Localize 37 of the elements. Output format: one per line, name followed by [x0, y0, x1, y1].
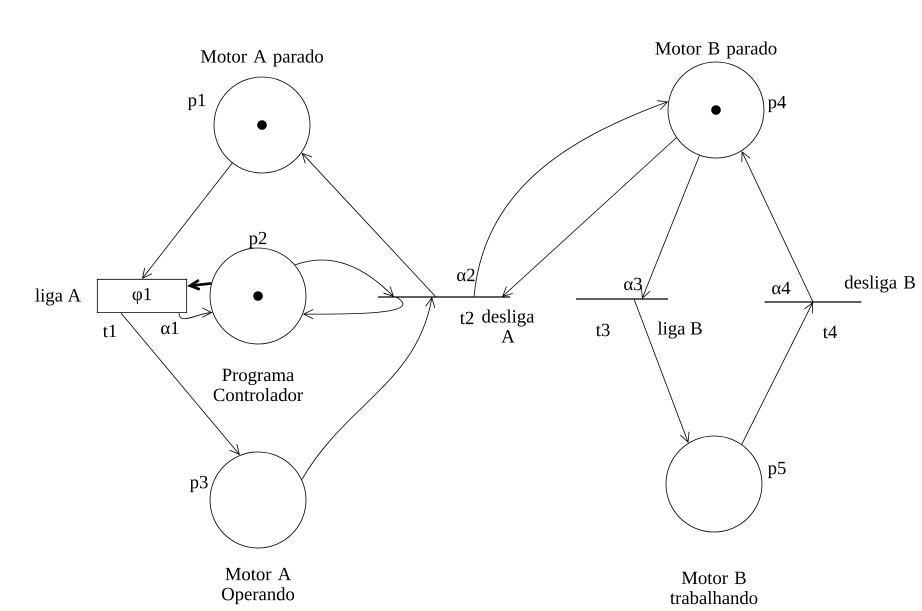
arrow — [302, 152, 436, 298]
arrow — [641, 155, 700, 299]
node-label: Motor B trabalhando — [670, 572, 758, 604]
node-label: Motor A parado — [200, 50, 323, 66]
arrow — [741, 151, 814, 302]
node-label: t3 — [596, 324, 610, 336]
arrow — [302, 296, 404, 320]
node-label: α3 — [624, 278, 642, 290]
node-label: t1 — [102, 324, 116, 338]
node-label: α4 — [772, 282, 790, 294]
node-label: p2 — [248, 232, 266, 248]
node-label: p1 — [188, 94, 206, 110]
node-label: desliga B — [844, 275, 915, 292]
arrow — [634, 298, 690, 443]
node-label: liga B — [658, 321, 702, 338]
node-label: α2 — [457, 268, 475, 282]
arrow — [741, 302, 813, 445]
arrow — [301, 296, 436, 480]
arrow — [294, 260, 394, 297]
node-label: p3 — [190, 476, 208, 492]
node-label: Programa Controlador — [214, 368, 303, 402]
node-label: t4 — [822, 326, 837, 338]
node-label: p4 — [768, 96, 786, 112]
node-label: p5 — [768, 462, 786, 478]
arrow — [142, 162, 233, 279]
node-label: t2 — [460, 312, 474, 324]
node-label: Motor B parado — [655, 42, 776, 58]
arrow — [187, 278, 212, 291]
node-label: α1 — [161, 322, 178, 334]
node-label: Motor A Operando — [222, 568, 294, 604]
transition-box: φ1 — [96, 278, 188, 314]
arrow — [178, 307, 213, 320]
node-label: liga A — [35, 288, 81, 306]
arrow — [502, 137, 677, 297]
arrow — [474, 100, 668, 298]
node-label: desliga A — [482, 310, 534, 342]
arrow — [120, 312, 240, 456]
